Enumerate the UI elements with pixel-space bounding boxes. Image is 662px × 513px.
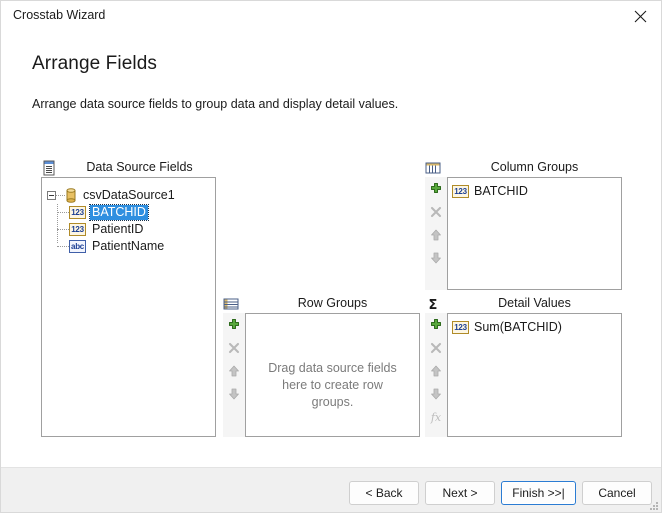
remove-row-group-button[interactable] <box>223 336 245 359</box>
sigma-icon: Σ <box>425 296 441 313</box>
data-source-fields-label: Data Source Fields <box>86 160 193 174</box>
title-bar: Crosstab Wizard <box>1 1 661 32</box>
finish-button[interactable]: Finish >>| <box>501 481 576 505</box>
detail-values-panel: Σ Detail Values <box>425 296 622 437</box>
number-field-icon: 123 <box>452 320 469 334</box>
database-cylinder-icon <box>65 188 77 203</box>
tree-connector-dot <box>57 228 69 231</box>
tree-connector <box>57 204 58 243</box>
row-groups-panel: Row Groups <box>223 296 420 437</box>
number-field-icon: 123 <box>69 223 86 236</box>
number-field-icon: 123 <box>452 184 469 198</box>
add-column-group-button[interactable] <box>425 177 447 200</box>
row-groups-header: Row Groups <box>223 296 420 314</box>
remove-detail-value-button[interactable] <box>425 336 447 359</box>
list-item-label: Sum(BATCHID) <box>474 320 562 334</box>
page-title: Arrange Fields <box>32 53 157 74</box>
tree-connector-dot <box>56 194 65 197</box>
list-item[interactable]: 123 Sum(BATCHID) <box>452 319 562 335</box>
tree-node-datasource[interactable]: csvDataSource1 <box>47 187 177 204</box>
close-icon[interactable] <box>618 1 661 32</box>
data-source-fields-header: Data Source Fields <box>41 160 216 178</box>
column-groups-toolbar <box>425 177 447 290</box>
back-button[interactable]: < Back <box>349 481 419 505</box>
row-groups-label: Row Groups <box>297 296 368 310</box>
list-item[interactable]: 123 BATCHID <box>452 183 528 199</box>
resize-grip-icon[interactable] <box>648 499 660 511</box>
tree-node-label: csvDataSource1 <box>83 188 175 202</box>
data-source-fields-panel: Data Source Fields c <box>41 160 216 437</box>
row-groups-toolbar <box>223 313 245 437</box>
cancel-button[interactable]: Cancel <box>582 481 652 505</box>
number-field-icon: 123 <box>69 206 86 219</box>
add-detail-value-button[interactable] <box>425 313 447 336</box>
column-groups-label: Column Groups <box>490 160 579 174</box>
add-row-group-button[interactable] <box>223 313 245 336</box>
list-item-label: BATCHID <box>474 184 528 198</box>
column-groups-header: Column Groups <box>425 160 622 178</box>
move-row-group-up-button[interactable] <box>223 359 245 382</box>
tree-node-label: PatientID <box>92 222 144 236</box>
data-source-fields-tree[interactable]: csvDataSource1 123 BATCHID 123 PatientID <box>41 177 216 437</box>
text-field-icon: abc <box>69 240 86 253</box>
move-detail-value-up-button[interactable] <box>425 359 447 382</box>
next-button[interactable]: Next > <box>425 481 495 505</box>
tree-connector-dot <box>57 245 69 248</box>
detail-values-header: Σ Detail Values <box>425 296 622 314</box>
column-groups-panel: Column Groups <box>425 160 622 290</box>
page-subtitle: Arrange data source fields to group data… <box>32 97 399 111</box>
column-groups-icon <box>425 160 441 176</box>
svg-text:fx: fx <box>430 411 442 424</box>
detail-values-list[interactable]: 123 Sum(BATCHID) <box>447 313 622 437</box>
collapse-minus-icon[interactable] <box>47 191 56 200</box>
svg-text:Σ: Σ <box>429 298 438 312</box>
tree-node-label: BATCHID <box>89 204 149 221</box>
detail-values-label: Detail Values <box>498 296 571 310</box>
window-title: Crosstab Wizard <box>13 8 106 22</box>
dialog-footer: < Back Next > Finish >>| Cancel <box>1 467 661 512</box>
move-detail-value-down-button[interactable] <box>425 382 447 405</box>
remove-column-group-button[interactable] <box>425 200 447 223</box>
data-source-fields-icon <box>41 160 57 176</box>
row-groups-icon <box>223 296 239 312</box>
tree-node-field-patientid[interactable]: 123 PatientID <box>57 221 145 238</box>
move-column-group-down-button[interactable] <box>425 246 447 269</box>
row-groups-placeholder: Drag data source fields here to create r… <box>268 361 397 409</box>
tree-connector-dot <box>57 211 69 214</box>
tree-node-field-batchid[interactable]: 123 BATCHID <box>57 204 149 221</box>
tree-node-field-patientname[interactable]: abc PatientName <box>57 238 166 255</box>
edit-expression-button[interactable]: fx <box>425 405 447 428</box>
move-row-group-down-button[interactable] <box>223 382 245 405</box>
column-groups-list[interactable]: 123 BATCHID <box>447 177 622 290</box>
move-column-group-up-button[interactable] <box>425 223 447 246</box>
detail-values-toolbar: fx <box>425 313 447 437</box>
tree-node-label: PatientName <box>92 239 165 253</box>
row-groups-list[interactable]: Drag data source fields here to create r… <box>245 313 420 437</box>
